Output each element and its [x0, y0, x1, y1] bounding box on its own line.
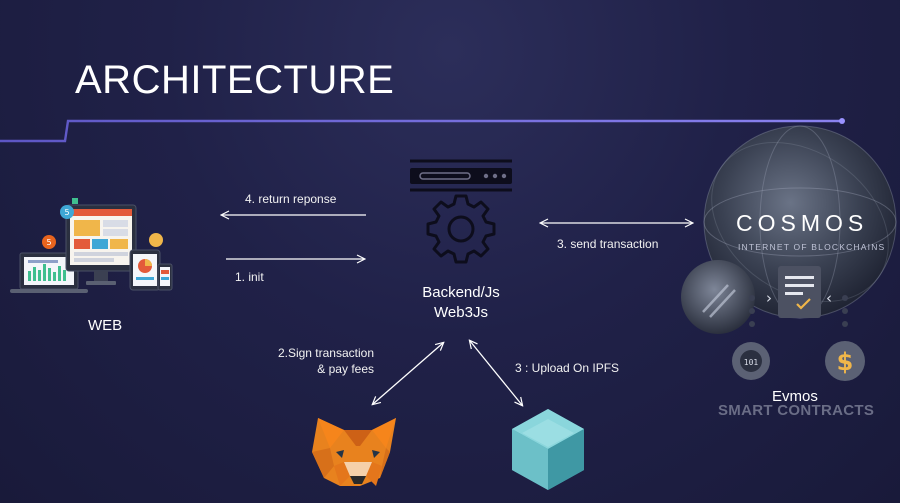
- svg-text:›: ›: [766, 289, 772, 307]
- ipfs-cube-icon: [512, 409, 584, 490]
- accent-line: [0, 118, 845, 143]
- svg-text:5: 5: [64, 208, 69, 217]
- smart-contracts-label: SMART CONTRACTS: [718, 402, 875, 419]
- edge-sign-arrow: [373, 343, 443, 404]
- svg-text:$: $: [837, 348, 854, 376]
- edge-upload-arrow: [470, 341, 522, 405]
- server-gear-icon: [410, 159, 512, 264]
- sign-label-line1: 2.Sign transaction: [277, 346, 374, 360]
- cosmos-logo-text: COSMOS: [736, 210, 869, 236]
- web-node-label: WEB: [88, 317, 123, 334]
- cosmos-tagline: INTERNET OF BLOCKCHAINS: [738, 242, 886, 252]
- svg-text:101: 101: [744, 358, 759, 367]
- edge-sign-label: 2.Sign transaction & pay fees: [262, 345, 374, 377]
- edge-upload-label: 3 : Upload On IPFS: [515, 361, 620, 375]
- backend-node-label: Backend/Js Web3Js: [405, 283, 517, 323]
- edge-return-label: 4. return reponse: [245, 192, 337, 206]
- svg-text:‹: ‹: [826, 289, 832, 307]
- metamask-fox-icon: [312, 418, 396, 486]
- backend-label-line2: Web3Js: [434, 304, 488, 321]
- evmos-contract-icon: › ‹ 101 $: [732, 266, 865, 381]
- backend-label-line1: Backend/Js: [422, 284, 500, 301]
- svg-text:5: 5: [46, 238, 51, 247]
- edge-send-label: 3. send transaction: [557, 237, 659, 251]
- edge-init-label: 1. init: [235, 270, 264, 284]
- evmos-node-label: Evmos: [772, 388, 818, 405]
- sign-label-line2: & pay fees: [317, 362, 374, 376]
- web-devices-icon: 5 5: [10, 198, 173, 293]
- page-title: ARCHITECTURE: [75, 58, 395, 102]
- cosmos-globe-icon: [703, 125, 897, 319]
- moon-icon: [681, 260, 755, 334]
